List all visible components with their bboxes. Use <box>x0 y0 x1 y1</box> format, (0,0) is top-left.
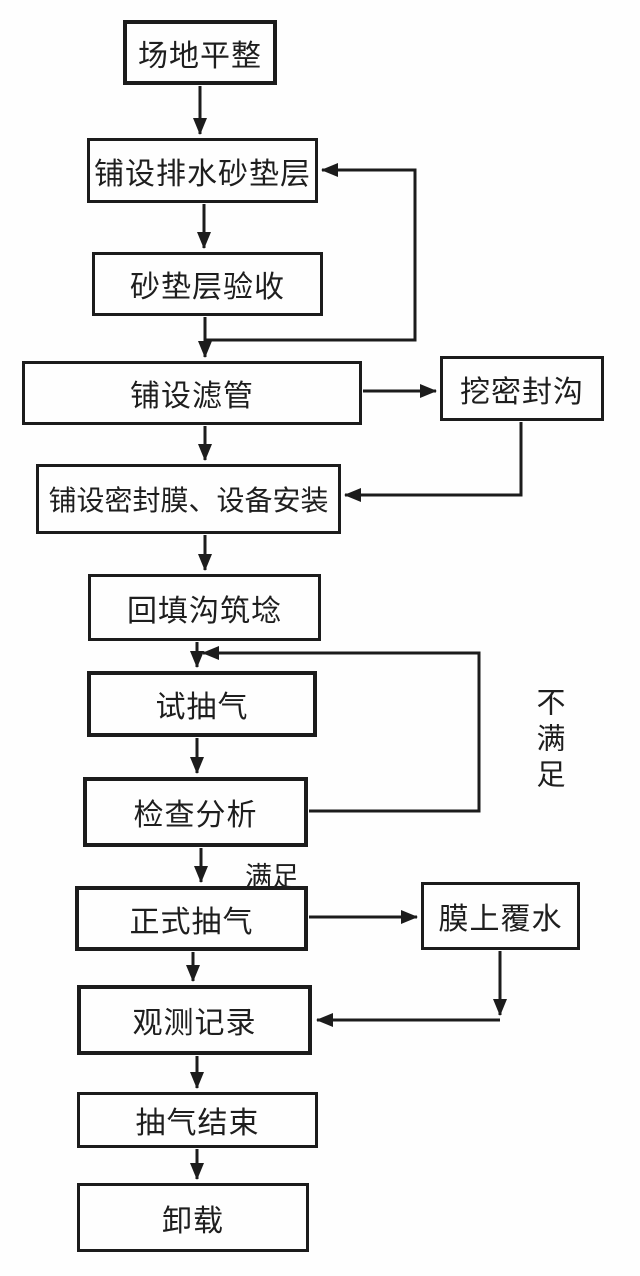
node-unloading: 卸载 <box>77 1183 309 1252</box>
edge-sealing-trench-to-sealing-membrane <box>344 422 523 502</box>
node-water-cover-on-membrane: 膜上覆水 <box>421 882 580 950</box>
edge-feedback-acceptance-to-drainage-cushion <box>205 163 417 342</box>
node-inspection-analysis: 检查分析 <box>83 777 308 847</box>
edge-label-satisfied: 满足 <box>245 862 299 892</box>
node-dig-sealing-trench: 挖密封沟 <box>440 356 604 421</box>
node-air-pumping-end: 抽气结束 <box>77 1092 318 1148</box>
edge-feedback-analysis-to-trial-pumping <box>202 646 481 813</box>
node-formal-air-pumping: 正式抽气 <box>75 886 308 951</box>
node-sand-cushion-acceptance: 砂垫层验收 <box>92 252 323 316</box>
node-lay-drainage-sand-cushion: 铺设排水砂垫层 <box>87 138 318 203</box>
node-lay-filter-pipes: 铺设滤管 <box>22 361 362 425</box>
node-backfill-trench-embankment: 回填沟筑埝 <box>88 574 321 641</box>
node-site-leveling: 场地平整 <box>123 20 277 85</box>
node-observation-record: 观测记录 <box>77 985 312 1055</box>
node-lay-sealing-membrane-install: 铺设密封膜、设备安装 <box>36 464 341 534</box>
edge-label-not-satisfied: 不满足 <box>532 687 564 795</box>
node-trial-air-pumping: 试抽气 <box>87 671 317 737</box>
